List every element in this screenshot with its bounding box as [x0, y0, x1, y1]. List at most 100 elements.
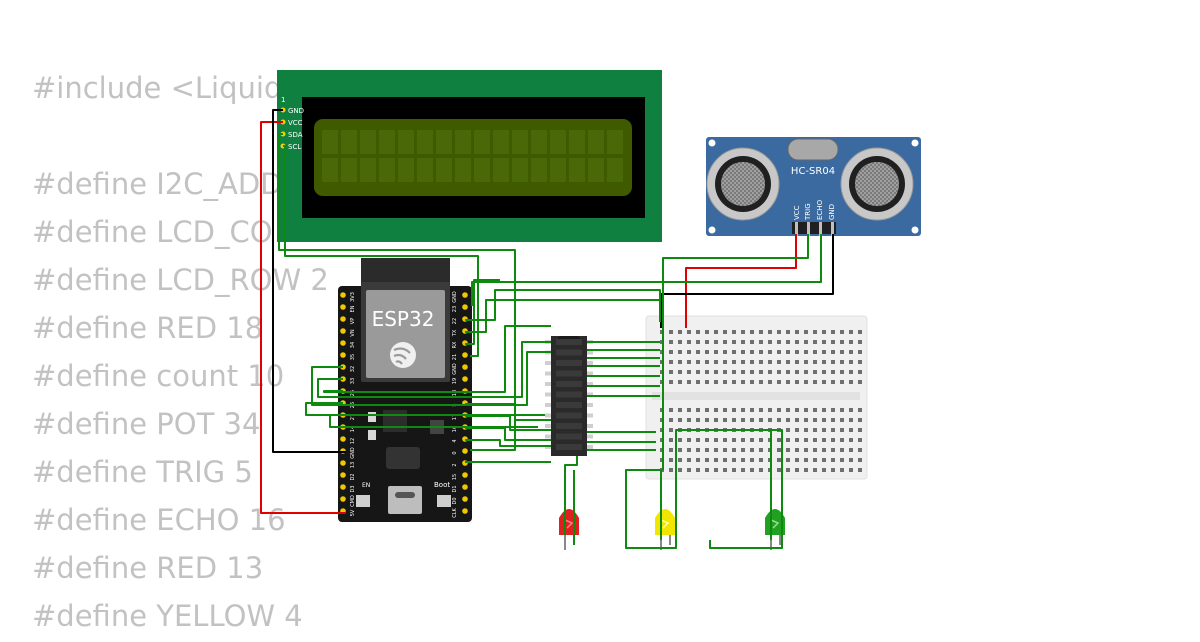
- breadboard-hole[interactable]: [723, 330, 727, 334]
- breadboard-hole[interactable]: [795, 350, 799, 354]
- breadboard-hole[interactable]: [858, 330, 862, 334]
- esp32-right-pin[interactable]: [462, 376, 468, 382]
- breadboard-hole[interactable]: [786, 438, 790, 442]
- ic-pin-right[interactable]: [587, 371, 593, 376]
- breadboard-hole[interactable]: [804, 370, 808, 374]
- breadboard-hole[interactable]: [705, 350, 709, 354]
- breadboard-hole[interactable]: [705, 448, 709, 452]
- en-button[interactable]: [356, 495, 370, 507]
- breadboard-hole[interactable]: [741, 468, 745, 472]
- breadboard-hole[interactable]: [687, 438, 691, 442]
- breadboard-hole[interactable]: [849, 458, 853, 462]
- breadboard-hole[interactable]: [786, 350, 790, 354]
- breadboard-hole[interactable]: [732, 370, 736, 374]
- ic-pin-right[interactable]: [587, 413, 593, 418]
- breadboard-hole[interactable]: [804, 330, 808, 334]
- breadboard-hole[interactable]: [849, 330, 853, 334]
- ic-pin-left[interactable]: [545, 361, 551, 365]
- breadboard-hole[interactable]: [669, 428, 673, 432]
- breadboard-hole[interactable]: [696, 418, 700, 422]
- breadboard-hole[interactable]: [840, 340, 844, 344]
- breadboard-hole[interactable]: [768, 370, 772, 374]
- breadboard-hole[interactable]: [732, 458, 736, 462]
- breadboard-hole[interactable]: [822, 458, 826, 462]
- esp32-right-pin[interactable]: [462, 496, 468, 502]
- breadboard-hole[interactable]: [759, 418, 763, 422]
- breadboard-hole[interactable]: [813, 458, 817, 462]
- breadboard-hole[interactable]: [831, 458, 835, 462]
- breadboard-hole[interactable]: [723, 380, 727, 384]
- breadboard-hole[interactable]: [759, 468, 763, 472]
- esp32-right-pin[interactable]: [462, 472, 468, 478]
- esp32-right-pin[interactable]: [462, 292, 468, 298]
- breadboard-hole[interactable]: [813, 428, 817, 432]
- breadboard-hole[interactable]: [822, 330, 826, 334]
- breadboard-hole[interactable]: [669, 350, 673, 354]
- lcd-display[interactable]: 1 GND VCC SDA SCL: [277, 70, 662, 242]
- breadboard-hole[interactable]: [696, 448, 700, 452]
- breadboard-hole[interactable]: [696, 380, 700, 384]
- breadboard-hole[interactable]: [759, 448, 763, 452]
- breadboard-hole[interactable]: [732, 350, 736, 354]
- breadboard-hole[interactable]: [795, 418, 799, 422]
- breadboard-hole[interactable]: [840, 380, 844, 384]
- breadboard-hole[interactable]: [687, 340, 691, 344]
- breadboard-hole[interactable]: [813, 350, 817, 354]
- breadboard-hole[interactable]: [804, 380, 808, 384]
- sensor-pin-echo[interactable]: [819, 222, 822, 236]
- breadboard-hole[interactable]: [804, 360, 808, 364]
- breadboard-hole[interactable]: [741, 350, 745, 354]
- breadboard-hole[interactable]: [696, 438, 700, 442]
- breadboard-hole[interactable]: [849, 380, 853, 384]
- breadboard-hole[interactable]: [741, 448, 745, 452]
- breadboard-hole[interactable]: [732, 438, 736, 442]
- breadboard-hole[interactable]: [732, 380, 736, 384]
- breadboard-hole[interactable]: [669, 340, 673, 344]
- breadboard-hole[interactable]: [795, 380, 799, 384]
- esp32-left-pin[interactable]: [340, 328, 346, 334]
- breadboard-hole[interactable]: [723, 458, 727, 462]
- breadboard-hole[interactable]: [696, 340, 700, 344]
- breadboard-hole[interactable]: [732, 330, 736, 334]
- ultrasonic-sensor[interactable]: HC-SR04 VCC TRIG ECHO GND: [706, 137, 921, 236]
- breadboard-hole[interactable]: [750, 350, 754, 354]
- breadboard-hole[interactable]: [741, 330, 745, 334]
- breadboard-hole[interactable]: [669, 360, 673, 364]
- breadboard-hole[interactable]: [804, 448, 808, 452]
- breadboard-hole[interactable]: [678, 448, 682, 452]
- breadboard-hole[interactable]: [786, 428, 790, 432]
- breadboard-hole[interactable]: [831, 418, 835, 422]
- breadboard-hole[interactable]: [714, 350, 718, 354]
- breadboard-hole[interactable]: [714, 360, 718, 364]
- breadboard-hole[interactable]: [678, 418, 682, 422]
- breadboard-hole[interactable]: [696, 360, 700, 364]
- breadboard-hole[interactable]: [705, 408, 709, 412]
- wire-scl[interactable]: [283, 145, 479, 357]
- breadboard-hole[interactable]: [768, 350, 772, 354]
- breadboard-hole[interactable]: [795, 370, 799, 374]
- breadboard-hole[interactable]: [849, 428, 853, 432]
- breadboard-hole[interactable]: [687, 418, 691, 422]
- breadboard-hole[interactable]: [669, 448, 673, 452]
- breadboard-hole[interactable]: [804, 438, 808, 442]
- breadboard-hole[interactable]: [705, 438, 709, 442]
- breadboard-hole[interactable]: [741, 370, 745, 374]
- breadboard-hole[interactable]: [831, 350, 835, 354]
- breadboard-hole[interactable]: [840, 330, 844, 334]
- breadboard-hole[interactable]: [840, 418, 844, 422]
- breadboard-hole[interactable]: [777, 438, 781, 442]
- breadboard-hole[interactable]: [822, 428, 826, 432]
- breadboard-hole[interactable]: [786, 408, 790, 412]
- esp32-right-pin[interactable]: [462, 484, 468, 490]
- breadboard-hole[interactable]: [822, 380, 826, 384]
- breadboard-hole[interactable]: [777, 340, 781, 344]
- breadboard-hole[interactable]: [849, 438, 853, 442]
- breadboard-hole[interactable]: [732, 418, 736, 422]
- breadboard-hole[interactable]: [687, 350, 691, 354]
- breadboard-hole[interactable]: [696, 350, 700, 354]
- breadboard-hole[interactable]: [822, 370, 826, 374]
- breadboard-hole[interactable]: [831, 428, 835, 432]
- breadboard-hole[interactable]: [831, 468, 835, 472]
- breadboard-hole[interactable]: [714, 458, 718, 462]
- breadboard-hole[interactable]: [732, 340, 736, 344]
